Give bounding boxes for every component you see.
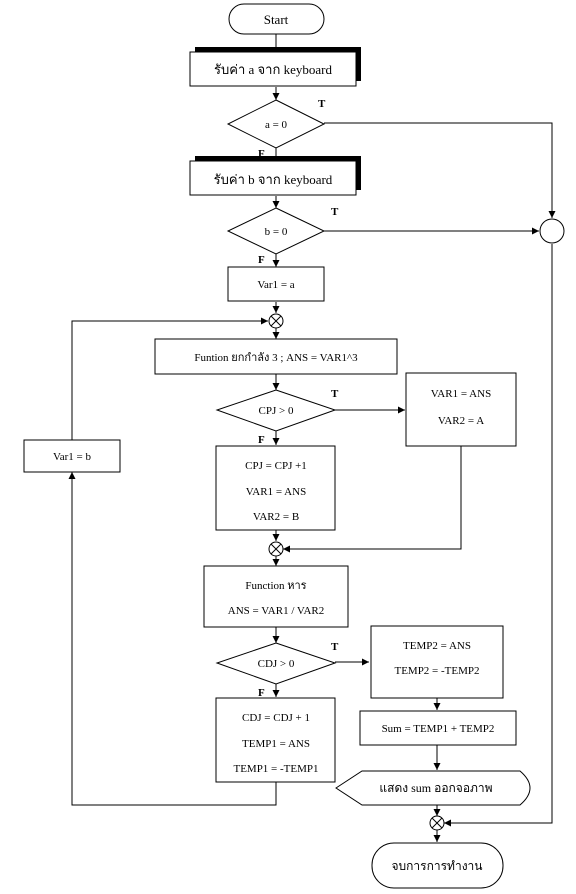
cond-cpj-false-label: F	[258, 434, 265, 446]
end-label: จบการการทำงาน	[392, 859, 483, 873]
connectors	[68, 34, 556, 842]
cond-cpj-true-label: T	[331, 388, 339, 400]
cpj-false-line1: CPJ = CPJ +1	[245, 460, 307, 472]
var1-b-label: Var1 = b	[53, 451, 91, 463]
display-label: แสดง sum ออกจอภาพ	[379, 781, 492, 795]
cond-b-decision: b = 0 T F	[226, 206, 339, 266]
cdj-true-line2: TEMP2 = -TEMP2	[394, 665, 479, 677]
cdj-false-line2: TEMP1 = ANS	[242, 738, 310, 750]
input-a-process: รับค่า a จาก keyboard	[189, 47, 361, 87]
cond-a-false-label: F	[258, 148, 265, 160]
function-divide-line1: Function หาร	[245, 580, 306, 592]
cdj-false-process: CDJ = CDJ + 1 TEMP1 = ANS TEMP1 = -TEMP1	[215, 697, 336, 783]
cond-a-true-label: T	[318, 98, 326, 110]
cond-a-decision: a = 0 T F	[226, 98, 326, 160]
cond-b-true-label: T	[331, 206, 339, 218]
display-output: แสดง sum ออกจอภาพ	[335, 770, 531, 806]
input-a-label: รับค่า a จาก keyboard	[214, 62, 332, 77]
cpj-true-line1: VAR1 = ANS	[431, 388, 491, 400]
cond-cdj-false-label: F	[258, 687, 265, 699]
cpj-false-line3: VAR2 = B	[253, 511, 299, 523]
cond-cpj-label: CPJ > 0	[259, 405, 294, 417]
cond-cdj-decision: CDJ > 0 T F	[215, 641, 339, 699]
var1-a-process: Var1 = a	[227, 266, 325, 302]
input-b-process: รับค่า b จาก keyboard	[189, 156, 361, 196]
cond-b-label: b = 0	[265, 226, 288, 238]
cdj-false-line3: TEMP1 = -TEMP1	[233, 763, 318, 775]
merge-connector-2	[268, 541, 284, 557]
cond-cdj-true-label: T	[331, 641, 339, 653]
sum-label: Sum = TEMP1 + TEMP2	[382, 723, 495, 735]
cond-cdj-label: CDJ > 0	[258, 658, 295, 670]
cdj-false-line1: CDJ = CDJ + 1	[242, 712, 310, 724]
cond-cpj-decision: CPJ > 0 T F	[215, 388, 339, 446]
start-label: Start	[264, 12, 289, 27]
cond-a-label: a = 0	[265, 119, 288, 131]
cond-b-false-label: F	[258, 254, 265, 266]
cdj-true-process: TEMP2 = ANS TEMP2 = -TEMP2	[370, 625, 504, 699]
cpj-false-process: CPJ = CPJ +1 VAR1 = ANS VAR2 = B	[215, 445, 336, 531]
funtion-power-label: Funtion ยกกำลัง 3 ; ANS = VAR1^3	[194, 352, 358, 364]
funtion-power-process: Funtion ยกกำลัง 3 ; ANS = VAR1^3	[154, 338, 398, 375]
cpj-false-line2: VAR1 = ANS	[246, 486, 306, 498]
function-divide-line2: ANS = VAR1 / VAR2	[228, 605, 324, 617]
var1-b-process: Var1 = b	[23, 439, 121, 473]
sum-process: Sum = TEMP1 + TEMP2	[359, 710, 517, 746]
end-terminal: จบการการทำงาน	[371, 842, 504, 889]
var1-a-label: Var1 = a	[257, 279, 294, 291]
cdj-true-line1: TEMP2 = ANS	[403, 640, 471, 652]
start-terminal: Start	[228, 3, 325, 35]
input-b-label: รับค่า b จาก keyboard	[214, 172, 333, 187]
merge-connector-3	[429, 815, 445, 831]
cpj-true-process: VAR1 = ANS VAR2 = A	[405, 372, 517, 447]
merge-connector-1	[268, 313, 284, 329]
junction-connector	[539, 218, 565, 244]
function-divide-process: Function หาร ANS = VAR1 / VAR2	[203, 565, 349, 628]
cpj-true-line2: VAR2 = A	[438, 415, 484, 427]
